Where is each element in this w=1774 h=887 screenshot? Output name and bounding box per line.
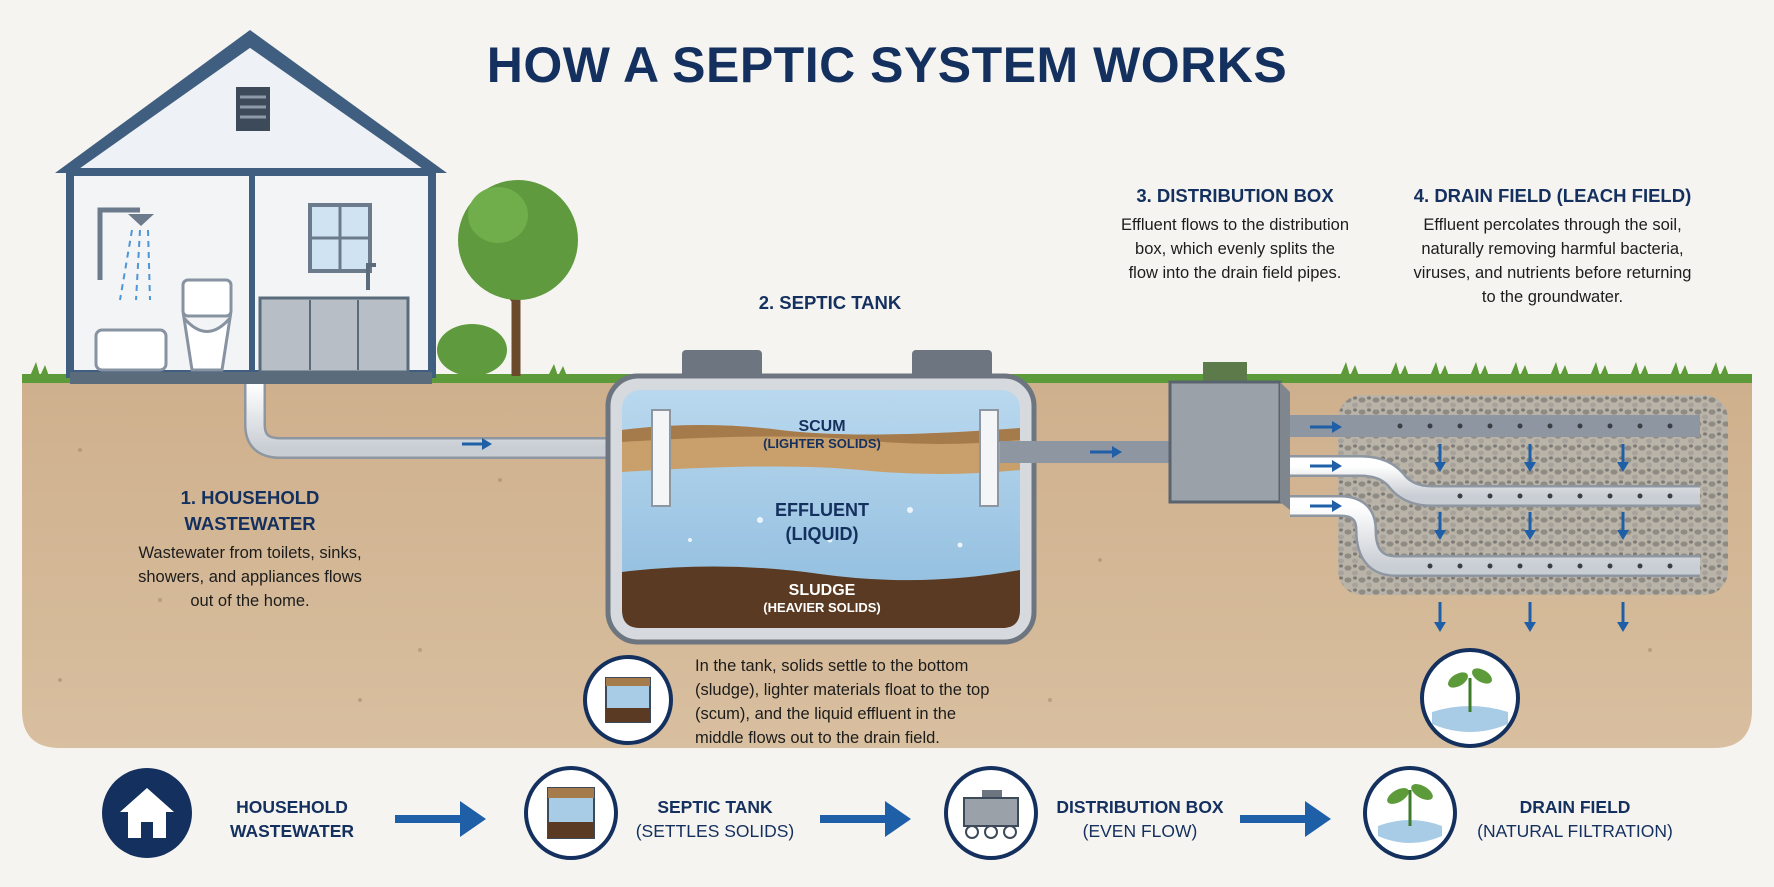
household-label: 1. HOUSEHOLD WASTEWATER Wastewater from … — [130, 485, 370, 613]
septic-tank-text: In the tank, solids settle to the bottom… — [695, 657, 990, 747]
septic-tank-heading: 2. SEPTIC TANK — [758, 292, 902, 313]
page-title: HOW A SEPTIC SYSTEM WORKS — [486, 37, 1288, 93]
septic-tank — [605, 350, 1037, 645]
flow-icon-house — [102, 768, 192, 858]
distribution-box-heading: 3. DISTRIBUTION BOX — [1136, 185, 1334, 206]
effluent-label: EFFLUENT (LIQUID) — [722, 500, 922, 545]
flow-label-distribution-box: DISTRIBUTION BOX (EVEN FLOW) — [1040, 795, 1240, 843]
sludge-title: SLUDGE — [788, 582, 856, 599]
flow-arrows — [462, 421, 1629, 632]
drain-field-label: 4. DRAIN FIELD (LEACH FIELD) Effluent pe… — [1410, 183, 1695, 309]
flow-label-distribution-box-line2: (EVEN FLOW) — [1082, 821, 1198, 841]
distribution-box-label: 3. DISTRIBUTION BOX Effluent flows to th… — [1120, 183, 1350, 285]
flow-label-drain-field-line1: DRAIN FIELD — [1519, 797, 1631, 817]
sludge-label: SLUDGE (HEAVIER SOLIDS) — [722, 582, 922, 615]
drain-pipes — [1290, 415, 1700, 577]
house — [55, 30, 447, 384]
effluent-sub: (LIQUID) — [785, 524, 859, 544]
flow-icon-sprout — [1363, 766, 1457, 860]
flow-label-septic-tank: SEPTIC TANK (SETTLES SOLIDS) — [620, 795, 810, 843]
flow-label-drain-field: DRAIN FIELD (NATURAL FILTRATION) — [1460, 795, 1690, 843]
flow-bar-arrows — [395, 801, 1331, 837]
drain-field-text: Effluent percolates through the soil, na… — [1413, 216, 1692, 306]
sprout-detail-icon — [1420, 648, 1520, 748]
sludge-sub: (HEAVIER SOLIDS) — [763, 600, 881, 615]
flow-label-distribution-box-line1: DISTRIBUTION BOX — [1056, 797, 1224, 817]
household-heading: 1. HOUSEHOLD WASTEWATER — [180, 487, 320, 534]
scum-label: SCUM (LIGHTER SOLIDS) — [722, 418, 922, 451]
effluent-title: EFFLUENT — [775, 500, 869, 520]
grass-tufts — [30, 362, 1729, 376]
flow-icon-tank — [524, 766, 618, 860]
drain-field-heading: 4. DRAIN FIELD (LEACH FIELD) — [1413, 185, 1692, 206]
flow-label-septic-tank-line1: SEPTIC TANK — [657, 797, 773, 817]
flow-label-household-line1: HOUSEHOLD — [236, 797, 348, 817]
scum-sub: (LIGHTER SOLIDS) — [763, 436, 881, 451]
flow-label-drain-field-line2: (NATURAL FILTRATION) — [1477, 821, 1673, 841]
flow-label-household: HOUSEHOLD WASTEWATER — [202, 795, 382, 843]
distribution-box — [1168, 362, 1290, 510]
tree — [437, 180, 578, 376]
septic-tank-label: 2. SEPTIC TANK — [720, 290, 940, 320]
flow-label-household-line2: WASTEWATER — [229, 821, 355, 841]
flow-label-septic-tank-line2: (SETTLES SOLIDS) — [635, 821, 795, 841]
scum-title: SCUM — [798, 418, 846, 435]
tank-detail-icon — [583, 655, 673, 745]
distribution-box-text: Effluent flows to the distribution box, … — [1120, 216, 1350, 282]
flow-icon-distribution-box — [944, 766, 1038, 860]
household-text: Wastewater from toilets, sinks, showers,… — [138, 544, 362, 610]
